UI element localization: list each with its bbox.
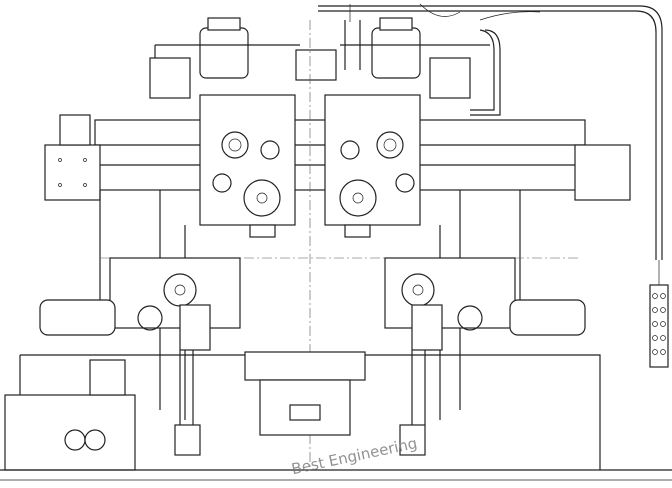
rail-head-left [199,94,296,238]
top-motors [149,17,490,99]
overhead-pipe [318,3,663,260]
watermark: Best Engineering [290,434,419,478]
side-head-left [39,257,241,351]
rail-head-right [324,94,421,238]
base-and-table [0,350,672,481]
pendant-control [649,260,669,368]
side-head-right [384,257,586,351]
